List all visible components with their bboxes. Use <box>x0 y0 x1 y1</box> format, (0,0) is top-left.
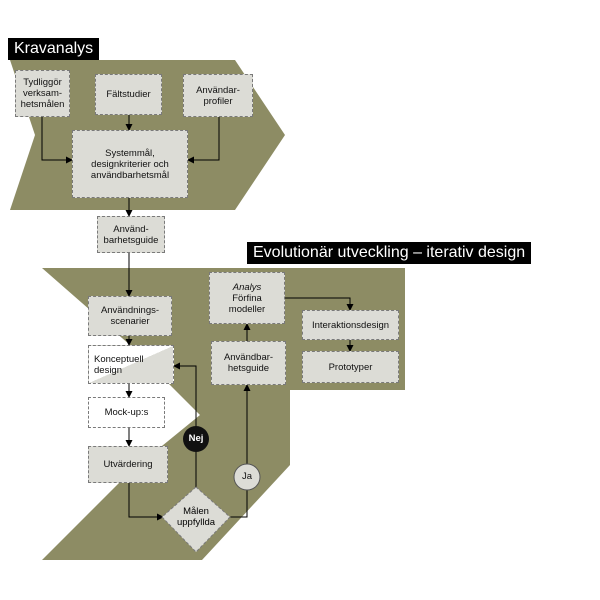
malen-uppfyllda-label: Målen uppfyllda <box>176 506 216 528</box>
evolutionar-title: Evolutionär utveckling – iterativ design <box>247 242 532 264</box>
analys-label: Analys <box>232 281 262 293</box>
nej-label: Nej <box>188 433 204 444</box>
arrow-tydliggor-systemmal <box>41 117 73 164</box>
arrow-utvardering-malen <box>128 483 164 521</box>
forfina-modeller-label: Förfina modeller <box>228 292 266 315</box>
node-prototyper: Prototyper <box>302 351 399 383</box>
node-anvandningsscenarier: Användnings- scenarier <box>88 296 172 336</box>
node-systemmal: Systemmål, designkriterier och användbar… <box>72 130 188 198</box>
arrow-analys-interaktion <box>285 297 354 311</box>
node-anvandarprofiler: Användar- profiler <box>183 74 253 117</box>
ja-label: Ja <box>241 471 253 482</box>
ja-circle <box>233 463 261 491</box>
node-analys-forfina-modeller: Analys Förfina modeller <box>209 272 285 324</box>
node-utvardering: Utvärdering <box>88 446 168 483</box>
node-anvandbarhetsguide-evo: Användbar- hetsguide <box>211 341 286 385</box>
node-tydliggor-verksamhetsmalen: Tydliggör verksam- hetsmålen <box>15 70 70 117</box>
node-faltstudier: Fältstudier <box>95 74 162 115</box>
node-interaktionsdesign: Interaktionsdesign <box>302 310 399 340</box>
node-anvandbarhetsguide-krav: Använd- barhetsguide <box>97 216 165 253</box>
node-konceptuell-design: Konceptuell design <box>88 345 174 384</box>
node-mockups: Mock-up:s <box>88 397 165 428</box>
arrow-ja-anvandbarhetsguide <box>230 384 251 518</box>
evolutionar-background <box>42 268 405 560</box>
malen-uppfyllda-diamond <box>161 486 231 553</box>
kravanalys-title: Kravanalys <box>8 38 100 60</box>
arrow-profiler-systemmal <box>187 117 220 164</box>
nej-circle <box>183 426 209 452</box>
